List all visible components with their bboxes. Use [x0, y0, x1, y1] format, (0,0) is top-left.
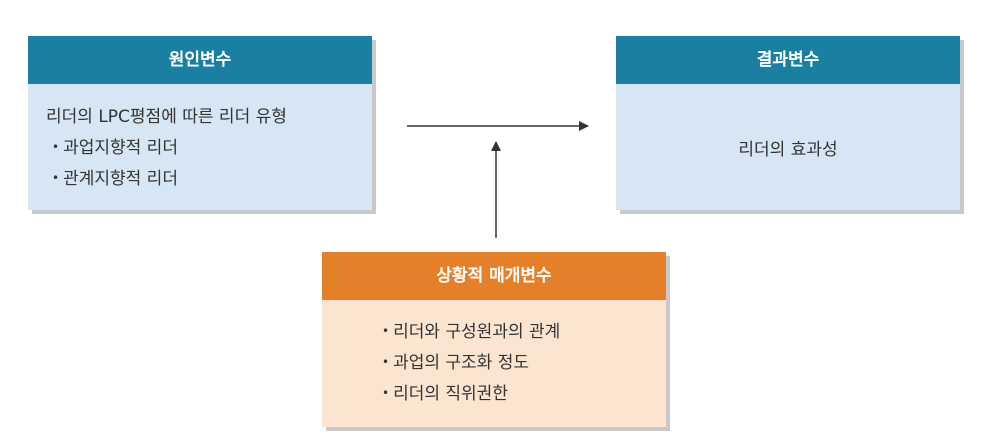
cause-item: •과업지향적 리더: [46, 132, 372, 163]
moderator-variable-title: 상황적 매개변수: [322, 252, 666, 300]
cause-variable-title: 원인변수: [28, 36, 372, 84]
moderator-variable-box: 상황적 매개변수 •리더와 구성원과의 관계 •과업의 구조화 정도 •리더의 …: [322, 252, 666, 427]
result-variable-box: 결과변수 리더의 효과성: [616, 36, 960, 210]
result-variable-text: 리더의 효과성: [738, 139, 838, 160]
cause-item: •관계지향적 리더: [46, 163, 372, 194]
moderator-item-text: 리더의 직위권한: [393, 384, 508, 404]
cause-item-text: 과업지향적 리더: [63, 138, 178, 158]
bullet-icon: •: [382, 386, 390, 400]
moderator-item: •리더와 구성원과의 관계: [382, 316, 666, 347]
moderator-item: •과업의 구조화 정도: [382, 347, 666, 378]
cause-item-text: 관계지향적 리더: [63, 169, 178, 189]
bullet-icon: •: [52, 140, 60, 154]
bullet-icon: •: [382, 324, 390, 338]
moderator-item: •리더의 직위권한: [382, 378, 666, 409]
cause-variable-body: 리더의 LPC평점에 따른 리더 유형 •과업지향적 리더 •관계지향적 리더: [28, 84, 372, 210]
bullet-icon: •: [52, 171, 60, 185]
cause-variable-box: 원인변수 리더의 LPC평점에 따른 리더 유형 •과업지향적 리더 •관계지향…: [28, 36, 372, 210]
result-variable-title: 결과변수: [616, 36, 960, 84]
result-variable-body: 리더의 효과성: [616, 84, 960, 210]
moderator-variable-body: •리더와 구성원과의 관계 •과업의 구조화 정도 •리더의 직위권한: [322, 300, 666, 427]
moderator-item-text: 과업의 구조화 정도: [393, 353, 530, 373]
moderator-item-text: 리더와 구성원과의 관계: [393, 322, 561, 342]
cause-variable-lead: 리더의 LPC평점에 따른 리더 유형: [46, 107, 287, 127]
bullet-icon: •: [382, 355, 390, 369]
